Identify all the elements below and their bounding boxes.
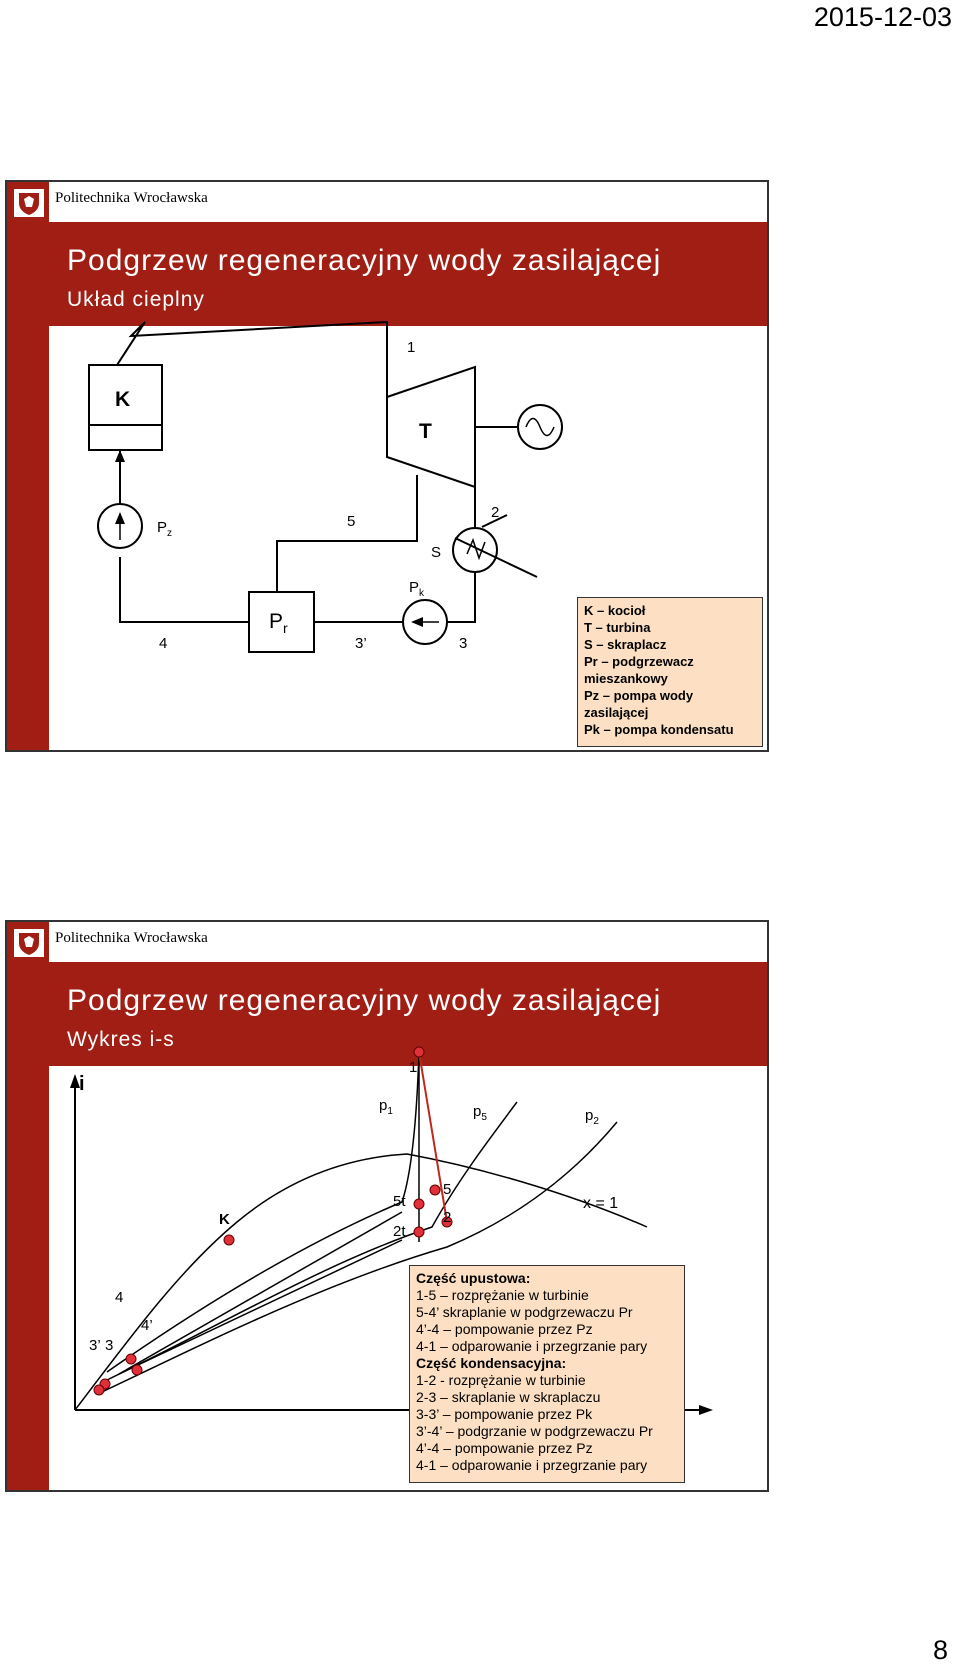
university-name: Politechnika Wrocławska [55,190,208,206]
slide-title: Podgrzew regeneracyjny wody zasilającej [67,244,662,277]
saturation-curve [74,1153,648,1411]
legend-line: 3’-4’ – podgrzanie w podgrzewaczu Pr [416,1423,653,1439]
legend-line: 4-1 – odparowanie i przegrzanie pary [416,1338,648,1354]
label-p5: p5 [473,1103,487,1123]
side-bar [7,182,49,750]
label-p1: p1 [379,1097,393,1117]
legend-line: T – turbina [584,620,651,635]
label-point-5t: 5t [393,1193,406,1210]
legend-line: 3-3’ – pompowanie przez Pk [416,1406,593,1422]
legend-line: Pz – pompa wody [584,688,694,703]
label-node-3prime: 3’ [355,635,367,652]
heater-box [248,591,315,653]
label-node-2: 2 [491,504,499,521]
legend-line: Pr – podgrzewacz [584,654,694,669]
slide-title-banner: Podgrzew regeneracyjny wody zasilającej … [49,962,767,1066]
label-point-4prime: 4’ [141,1317,153,1334]
legend-line: 5-4’ skraplanie w podgrzewaczu Pr [416,1304,633,1320]
legend-line: Pk – pompa kondensatu [584,722,734,737]
process-legend: Część upustowa: 1-5 – rozprężanie w turb… [409,1265,685,1483]
label-Pr: Pr [269,610,288,636]
label-point-2: 2 [443,1209,451,1226]
legend-line: 1-2 - rozprężanie w turbinie [416,1372,586,1388]
university-logo-icon [13,188,45,218]
label-point-4: 4 [115,1289,123,1306]
point-2 [441,1216,453,1228]
legend-line: 4’-4 – pompowanie przez Pz [416,1321,593,1337]
label-K: K [115,388,130,411]
legend-line: mieszankowy [584,671,668,686]
slide-subtitle: Wykres i-s [67,1028,175,1051]
slide-title-banner: Podgrzew regeneracyjny wody zasilającej … [49,222,767,326]
slide-title: Podgrzew regeneracyjny wody zasilającej [67,984,662,1017]
legend-header: Część upustowa: [416,1270,531,1286]
point-1 [413,1046,425,1058]
point-3 [93,1384,105,1396]
slide-subtitle: Układ cieplny [67,288,205,311]
isobar-p5 [106,1101,518,1381]
point-5 [429,1184,441,1196]
component-legend: K – kocioł T – turbina S – skraplacz Pr … [577,597,763,747]
label-x1: x = 1 [583,1195,618,1212]
label-p2: p2 [585,1107,599,1127]
point-4prime [131,1364,143,1376]
label-T: T [419,420,432,443]
label-node-5: 5 [347,513,355,530]
axis-label-i: i [79,1073,85,1095]
label-node-4: 4 [159,635,167,652]
label-node-1: 1 [407,339,415,356]
label-S: S [431,544,441,561]
university-name: Politechnika Wrocławska [55,930,208,946]
label-Pk: Pk [409,579,425,599]
slide-is-diagram: Politechnika Wrocławska Podgrzew regener… [5,920,769,1492]
page-date: 2015-12-03 [813,2,952,32]
label-point-3: 3 [105,1337,113,1354]
side-bar [7,922,49,1490]
point-K [223,1234,235,1246]
page-number: 8 [932,1635,948,1665]
legend-line: 2-3 – skraplanie w skraplaczu [416,1389,601,1405]
label-point-2t: 2t [393,1223,406,1240]
label-point-3prime: 3’ [89,1337,101,1354]
legend-line: 4’-4 – pompowanie przez Pz [416,1440,593,1456]
isobar-p1 [106,1051,420,1373]
slide-thermal-system: Politechnika Wrocławska Podgrzew regener… [5,180,769,752]
university-logo-icon [13,928,45,958]
isobar-p2 [101,1121,618,1393]
legend-line: 1-5 – rozprężanie w turbinie [416,1287,589,1303]
label-point-K: K [219,1211,230,1228]
point-5t [413,1198,425,1210]
legend-header: Część kondensacyjna: [416,1355,567,1371]
legend-line: zasilającej [584,705,649,720]
label-node-3: 3 [459,635,467,652]
label-Pz: Pz [157,519,172,539]
label-point-1: 1 [409,1059,417,1076]
label-point-5: 5 [443,1181,451,1198]
point-2t [413,1226,425,1238]
thermal-cycle-diagram: K T 1 2 5 S 4 3’ 3 Pz Pk Pr [88,320,563,653]
point-4 [125,1353,137,1365]
condenser-circle [452,527,498,573]
legend-line: 4-1 – odparowanie i przegrzanie pary [416,1457,648,1473]
legend-line: S – skraplacz [584,637,667,652]
boiler-box [88,364,163,451]
legend-line: K – kocioł [584,603,646,618]
